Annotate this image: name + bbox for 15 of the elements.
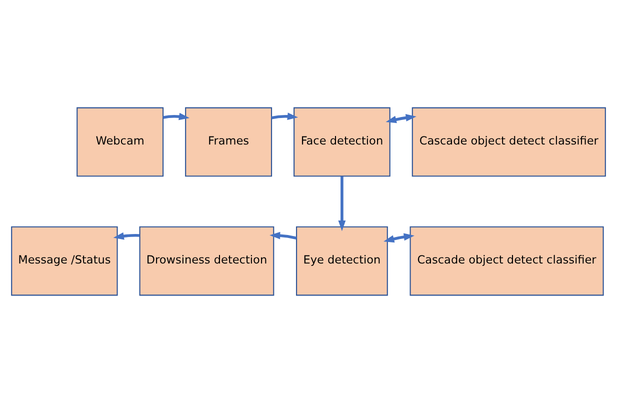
node-box: Cascade object detect classifier: [412, 106, 606, 176]
node-box: Eye detection: [296, 226, 388, 296]
arrow: [338, 176, 346, 231]
arrow: [162, 112, 190, 120]
arrow: [113, 232, 140, 240]
node-box: Frames: [185, 106, 272, 176]
node-box: Drowsiness detection: [139, 226, 274, 296]
node-box: Webcam: [76, 106, 164, 176]
arrow: [270, 231, 297, 239]
arrow: [271, 112, 298, 120]
node-box: Face detection: [294, 106, 390, 176]
node-box: Message /Status: [11, 226, 118, 296]
node-box: Cascade object detect classifier: [410, 226, 604, 296]
arrow: [384, 232, 414, 242]
arrow: [386, 114, 416, 123]
